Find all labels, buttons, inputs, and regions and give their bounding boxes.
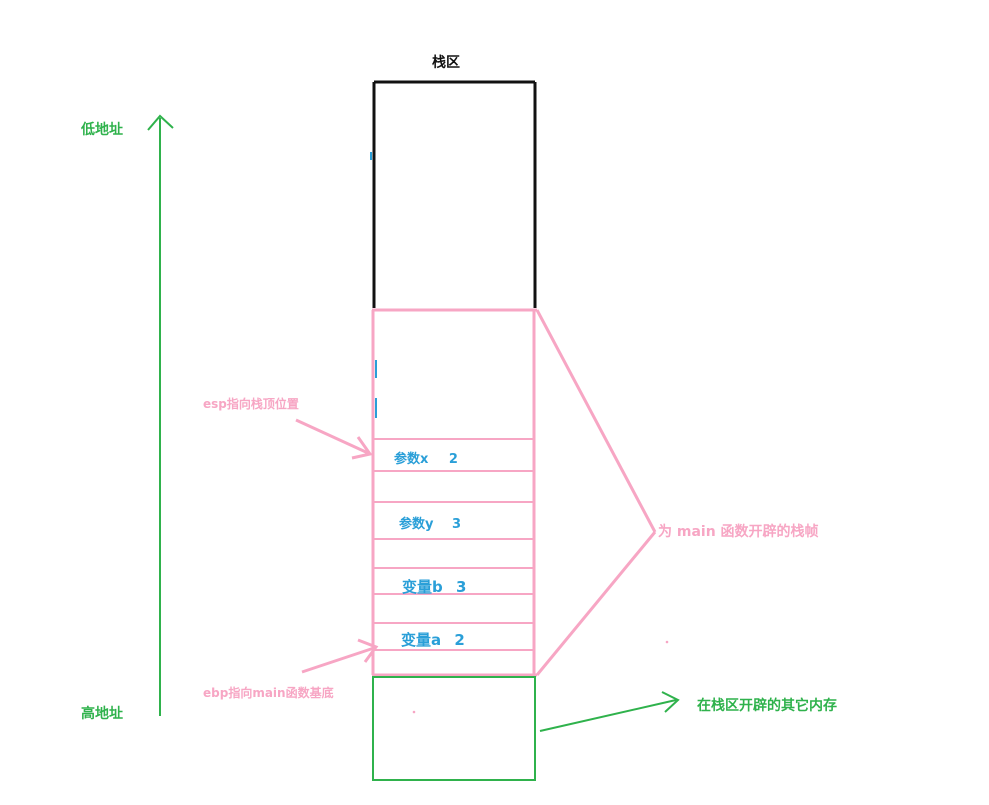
cell-var-a: 变量a 2	[401, 629, 465, 650]
cell-param-x: 参数x 2	[394, 448, 458, 467]
stray-dot	[665, 640, 669, 644]
cell-value: 2	[448, 452, 458, 467]
frame-note: 为 main 函数开辟的栈帧	[658, 524, 819, 540]
low-address-label: 低地址	[81, 122, 123, 138]
main-stack-frame	[371, 308, 537, 677]
cell-var-b: 变量b 3	[402, 576, 466, 597]
cell-name: 变量b	[402, 578, 443, 596]
stray-dot	[412, 710, 416, 714]
cell-name: 变量a	[401, 631, 442, 649]
cell-value: 2	[454, 631, 465, 649]
esp-arrow	[295, 418, 373, 460]
ebp-arrow	[301, 638, 379, 674]
other-memory-arrow	[539, 691, 680, 732]
stack-title: 栈区	[432, 55, 460, 71]
cell-name: 参数x	[394, 452, 429, 467]
cell-name: 参数y	[399, 517, 434, 532]
ebp-note: ebp指向main函数基底	[203, 686, 334, 700]
high-address-label: 高地址	[81, 706, 123, 722]
cell-value: 3	[452, 517, 462, 532]
other-memory-box	[372, 676, 536, 781]
stack-upper-region	[372, 80, 537, 308]
frame-bracket	[535, 309, 657, 676]
address-axis-arrow	[147, 114, 174, 716]
frame-cell-dividers	[374, 438, 533, 651]
cell-param-y: 参数y 3	[399, 513, 461, 532]
other-memory-note: 在栈区开辟的其它内存	[697, 698, 837, 714]
blue-edge-marks	[370, 152, 377, 418]
esp-note: esp指向栈顶位置	[203, 397, 299, 411]
cell-value: 3	[455, 578, 467, 596]
